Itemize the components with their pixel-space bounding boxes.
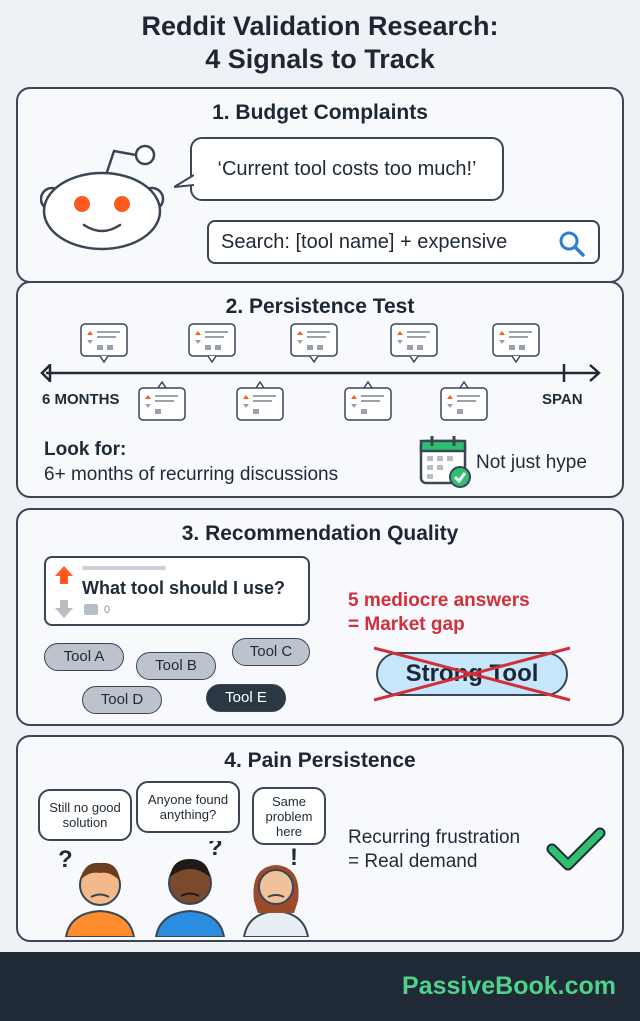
section-recommendation-quality: 3. Recommendation Quality What tool shou…	[16, 508, 624, 726]
reddit-post-icon	[188, 323, 236, 363]
reddit-post-icon	[80, 323, 128, 363]
market-gap-line2: = Market gap	[348, 614, 465, 635]
reddit-post-icon	[440, 381, 488, 421]
market-gap-line1: 5 mediocre answers	[348, 590, 530, 611]
not-hype-label: Not just hype	[476, 452, 587, 473]
svg-text:?: ?	[58, 846, 73, 873]
question-post-card: What tool should I use? 0	[44, 556, 310, 626]
tool-pill-d: Tool D	[82, 686, 162, 714]
reddit-post-icon	[390, 323, 438, 363]
section-budget-complaints: 1. Budget Complaints ‘Current tool costs…	[16, 87, 624, 283]
timeline-start-label: 6 MONTHS	[42, 391, 120, 408]
reddit-post-icon	[138, 381, 186, 421]
brand-link[interactable]: PassiveBook.com	[402, 972, 616, 1000]
look-for-text: 6+ months of recurring discussions	[44, 464, 339, 485]
section-title: 4. Pain Persistence	[224, 749, 416, 772]
search-input[interactable]: Search: [tool name] + expensive	[207, 220, 600, 264]
question-text: What tool should I use?	[82, 578, 285, 598]
section-pain-persistence: 4. Pain Persistence Still no good soluti…	[16, 735, 624, 942]
cross-out-icon	[373, 646, 571, 702]
svg-text:?: ?	[208, 841, 223, 861]
real-demand-text: = Real demand	[348, 851, 478, 872]
quote-bubble: ‘Current tool costs too much!’	[174, 137, 504, 201]
checkmark-icon	[546, 827, 606, 871]
speech-bubble-3: Same problem here	[252, 787, 326, 845]
reddit-post-icon	[236, 381, 284, 421]
tool-pill-c: Tool C	[232, 638, 310, 666]
tool-pill-a: Tool A	[44, 643, 124, 671]
reddit-post-icon	[492, 323, 540, 363]
speech-bubble-1: Still no good solution	[38, 789, 132, 841]
bubble-tail	[174, 174, 194, 188]
calendar-check-icon	[419, 436, 471, 488]
tool-pill-b: Tool B	[136, 652, 216, 680]
reddit-mascot-icon	[40, 144, 165, 251]
search-icon	[559, 231, 585, 257]
speech-bubble-2: Anyone found anything?	[136, 781, 240, 833]
svg-text:!: !	[290, 844, 298, 871]
reddit-post-icon	[290, 323, 338, 363]
comment-count: 0	[104, 604, 111, 616]
page-title: Reddit Validation Research: 4 Signals to…	[141, 11, 499, 74]
footer-bar: PassiveBook.com	[0, 952, 640, 1021]
section-title: 3. Recommendation Quality	[181, 522, 459, 545]
section-title: 1. Budget Complaints	[212, 101, 428, 124]
section-persistence-test: 2. Persistence Test 6 MONTHS SPAN Look f…	[16, 281, 624, 498]
vote-arrows-icon	[55, 566, 166, 618]
timeline-arrow	[40, 364, 601, 382]
recurring-frustration-text: Recurring frustration	[348, 827, 521, 848]
timeline-end-label: SPAN	[542, 391, 583, 408]
look-for-heading: Look for:	[44, 439, 127, 460]
section-title: 2. Persistence Test	[225, 295, 415, 318]
tool-pill-e: Tool E	[206, 684, 286, 712]
frustrated-users-icon: ??!	[58, 841, 310, 937]
reddit-post-icon	[344, 381, 392, 421]
